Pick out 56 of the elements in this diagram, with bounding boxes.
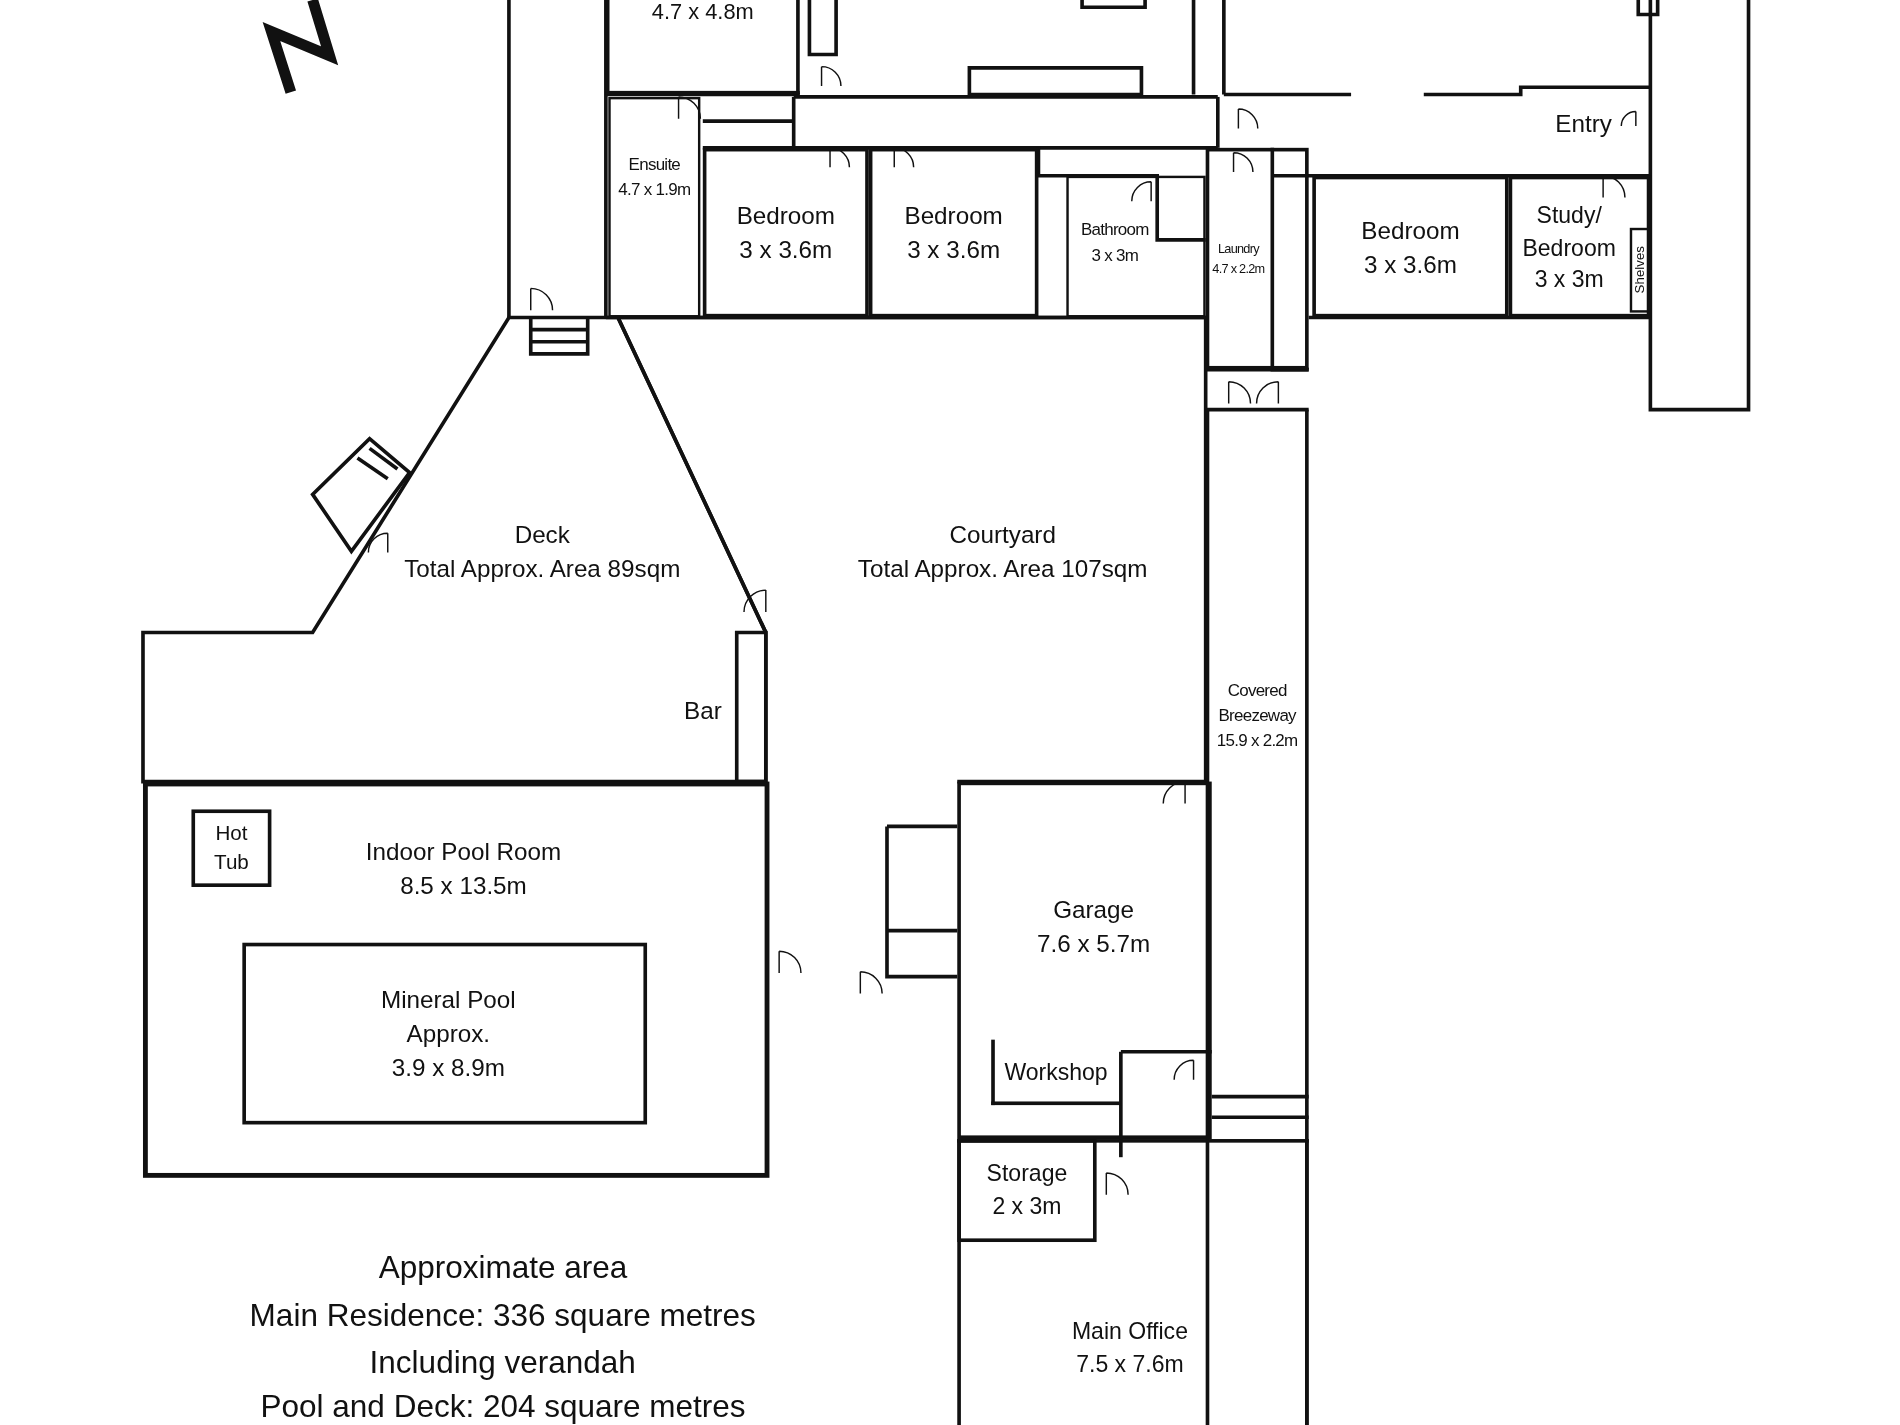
room-name: Garage xyxy=(1053,895,1134,926)
shelf-label: Shelves xyxy=(1633,246,1647,294)
room-size: 8.5 x 13.5m xyxy=(400,871,527,902)
fixture-label: Hot Tub xyxy=(213,820,250,876)
room-name: Bedroom xyxy=(736,201,835,231)
room-size: 3 x 3.6m xyxy=(1363,249,1457,279)
room-name: Storage xyxy=(986,1159,1068,1189)
room-label: Bar xyxy=(684,696,722,724)
breezeway-outline xyxy=(1205,409,1309,1425)
room-size: 3 x 3.6m xyxy=(907,235,1001,265)
fixture-label: Mineral Pool Approx. xyxy=(380,985,517,1049)
room-name: Study/ Bedroom xyxy=(1521,201,1617,263)
room-name: Ensuite xyxy=(628,152,681,176)
room-outline xyxy=(957,1139,1097,1242)
room-size: 15.9 x 2.2m xyxy=(1216,729,1298,752)
room-outline xyxy=(957,781,1212,1140)
room-size: 7.6 x 5.7m xyxy=(1037,929,1151,960)
area-note: Total Approx. Area 89sqm xyxy=(404,553,681,584)
room-outline xyxy=(1508,175,1651,318)
room-name: Bedroom xyxy=(1361,215,1460,245)
area-summary-line: Pool and Deck: 204 square metres xyxy=(260,1386,746,1425)
room-outline xyxy=(608,96,701,318)
room-outline xyxy=(1312,175,1509,318)
area-name: Covered Breezeway xyxy=(1217,678,1298,726)
room-name: Indoor Pool Room xyxy=(365,837,562,868)
room-outline xyxy=(1205,147,1309,370)
room-size: 3 x 3.6m xyxy=(739,235,833,265)
room-outline xyxy=(702,147,869,318)
area-name: Courtyard xyxy=(949,520,1056,550)
room-outline xyxy=(605,0,800,95)
room-size: 4.7 x 1.9m xyxy=(618,178,691,201)
workshop-outline xyxy=(991,1039,1121,1106)
room-outline xyxy=(1066,175,1206,318)
room-name: Laundry xyxy=(1217,240,1259,258)
room-outline xyxy=(868,147,1039,318)
area-name: Deck xyxy=(514,520,570,550)
area-summary-heading: Approximate area xyxy=(378,1248,628,1287)
room-size: 3.9 x 8.9m xyxy=(391,1053,505,1083)
room-outline xyxy=(143,781,770,1178)
pool-outline xyxy=(242,942,648,1125)
room-outline xyxy=(957,1139,1309,1425)
room-size: 2 x 3m xyxy=(992,1191,1062,1221)
room-name: Main Office xyxy=(1071,1317,1188,1347)
room-name: Bathroom xyxy=(1080,218,1149,241)
room-label: Entry xyxy=(1555,109,1612,138)
room-size: 3 x 3m xyxy=(1091,243,1139,267)
area-summary-line: Including verandah xyxy=(369,1343,636,1381)
room-size: 4.7 x 2.2m xyxy=(1212,259,1265,278)
room-size: 4.7 x 4.8m xyxy=(651,0,754,27)
area-summary-line: Main Residence: 336 square metres xyxy=(249,1295,756,1334)
room-name: Workshop xyxy=(1004,1057,1108,1087)
room-size: 7.5 x 7.6m xyxy=(1076,1350,1184,1379)
hot-tub-outline xyxy=(191,809,272,887)
room-size: 3 x 3m xyxy=(1534,265,1604,295)
room-name: Bedroom xyxy=(904,201,1003,231)
area-note: Total Approx. Area 107sqm xyxy=(857,553,1148,584)
